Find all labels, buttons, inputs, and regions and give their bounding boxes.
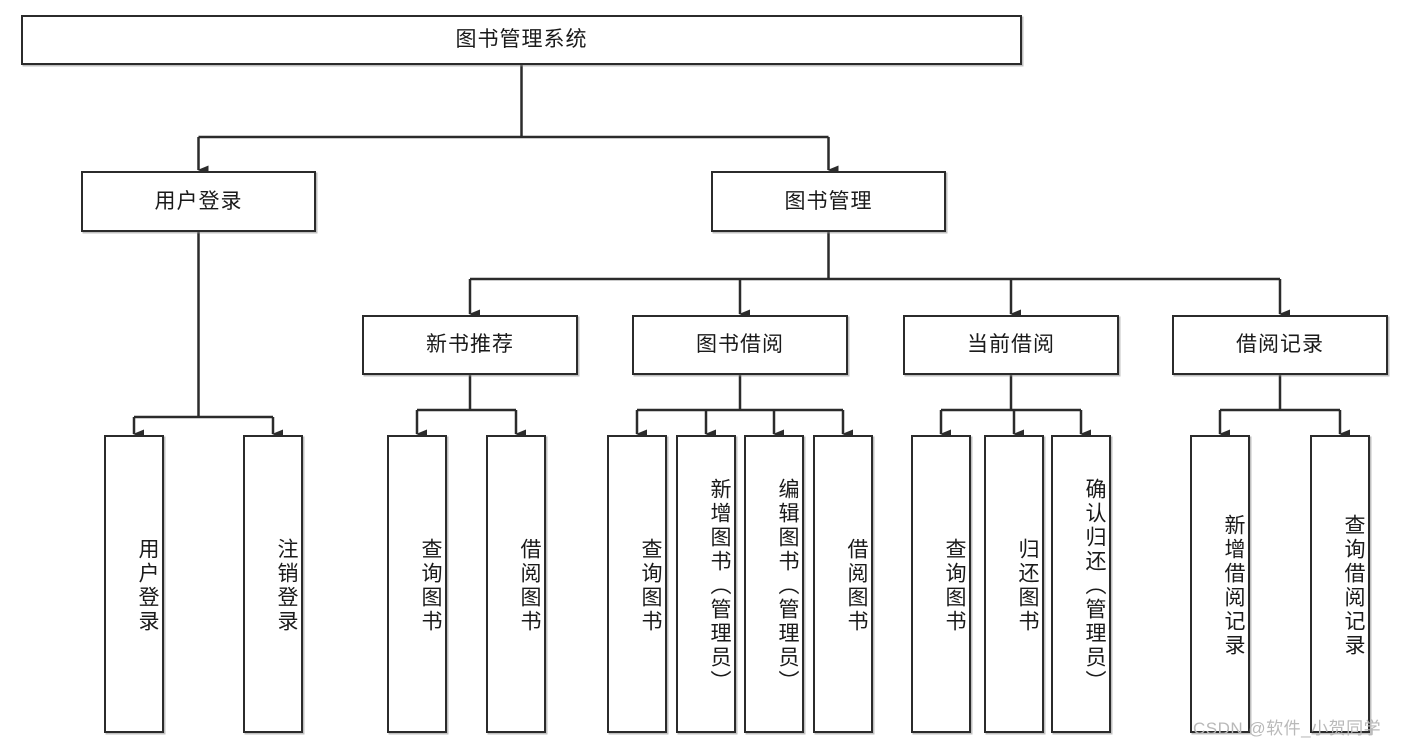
node-borrow-record[interactable]: 借阅记录 (1172, 315, 1388, 375)
node-label: 归还图书 (1016, 538, 1039, 634)
node-book-management[interactable]: 图书管理 (711, 171, 946, 232)
leaf-logout[interactable]: 注销登录 (243, 435, 303, 733)
watermark: CSDN @软件_小贺同学 (1193, 719, 1382, 738)
node-label: 图书管理系统 (455, 28, 588, 52)
leaf-borrow-book[interactable]: 借阅图书 (813, 435, 873, 733)
node-new-book-recommend[interactable]: 新书推荐 (362, 315, 578, 375)
node-label: 新书推荐 (426, 333, 514, 357)
node-root[interactable]: 图书管理系统 (21, 15, 1022, 65)
node-label: 新增借阅记录 (1222, 514, 1245, 658)
node-label: 借阅图书 (845, 538, 868, 634)
leaf-borrow-book-recommend[interactable]: 借阅图书 (486, 435, 546, 733)
node-label: 确认归还（管理员） (1083, 478, 1106, 694)
node-label: 用户登录 (136, 538, 159, 634)
leaf-query-book-current[interactable]: 查询图书 (911, 435, 971, 733)
node-label: 查询图书 (639, 538, 662, 634)
leaf-add-borrow-record[interactable]: 新增借阅记录 (1190, 435, 1250, 733)
leaf-confirm-return-admin[interactable]: 确认归还（管理员） (1051, 435, 1111, 733)
leaf-query-book[interactable]: 查询图书 (607, 435, 667, 733)
leaf-return-book[interactable]: 归还图书 (984, 435, 1044, 733)
node-label: 查询图书 (943, 538, 966, 634)
node-label: 用户登录 (154, 189, 243, 213)
node-label: 当前借阅 (967, 333, 1055, 357)
leaf-user-login[interactable]: 用户登录 (104, 435, 164, 733)
node-label: 图书借阅 (696, 333, 784, 357)
leaf-add-book-admin[interactable]: 新增图书（管理员） (676, 435, 736, 733)
leaf-query-borrow-record[interactable]: 查询借阅记录 (1310, 435, 1370, 733)
node-book-borrow[interactable]: 图书借阅 (632, 315, 848, 375)
leaf-edit-book-admin[interactable]: 编辑图书（管理员） (744, 435, 804, 733)
node-label: 注销登录 (275, 538, 298, 634)
node-label: 查询借阅记录 (1342, 514, 1365, 658)
node-label: 编辑图书（管理员） (776, 478, 799, 694)
node-label: 查询图书 (419, 538, 442, 634)
node-label: 新增图书（管理员） (708, 478, 731, 694)
node-label: 借阅记录 (1236, 333, 1324, 357)
node-label: 借阅图书 (518, 538, 541, 634)
node-label: 图书管理 (784, 189, 873, 213)
node-current-borrow[interactable]: 当前借阅 (903, 315, 1119, 375)
leaf-query-book-recommend[interactable]: 查询图书 (387, 435, 447, 733)
node-user-login[interactable]: 用户登录 (81, 171, 316, 232)
